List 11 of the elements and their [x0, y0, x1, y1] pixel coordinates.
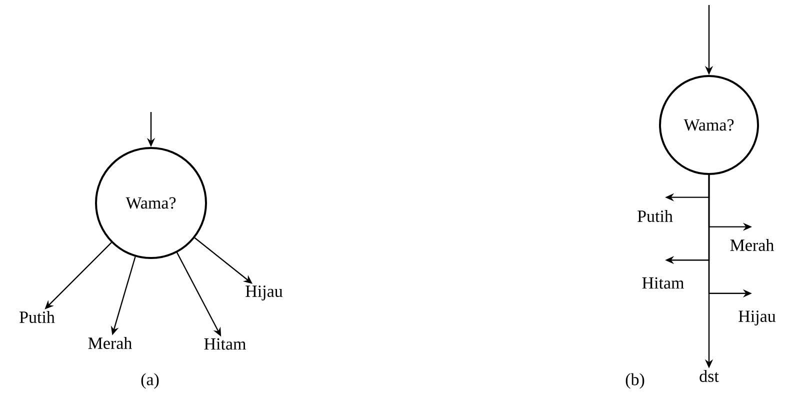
option-label: Hitam	[204, 338, 246, 350]
option-label: dst	[700, 370, 719, 382]
panel-caption: (b)	[626, 373, 644, 389]
panel-caption: (a)	[141, 373, 159, 389]
option-label: Putih	[638, 210, 673, 222]
option-label: Hitam	[642, 277, 684, 289]
option-label: Putih	[20, 311, 55, 323]
option-label: Merah	[730, 239, 774, 251]
option-label: Merah	[88, 337, 132, 349]
option-label: Hijau	[738, 310, 776, 326]
option-label: Hijau	[246, 286, 283, 300]
